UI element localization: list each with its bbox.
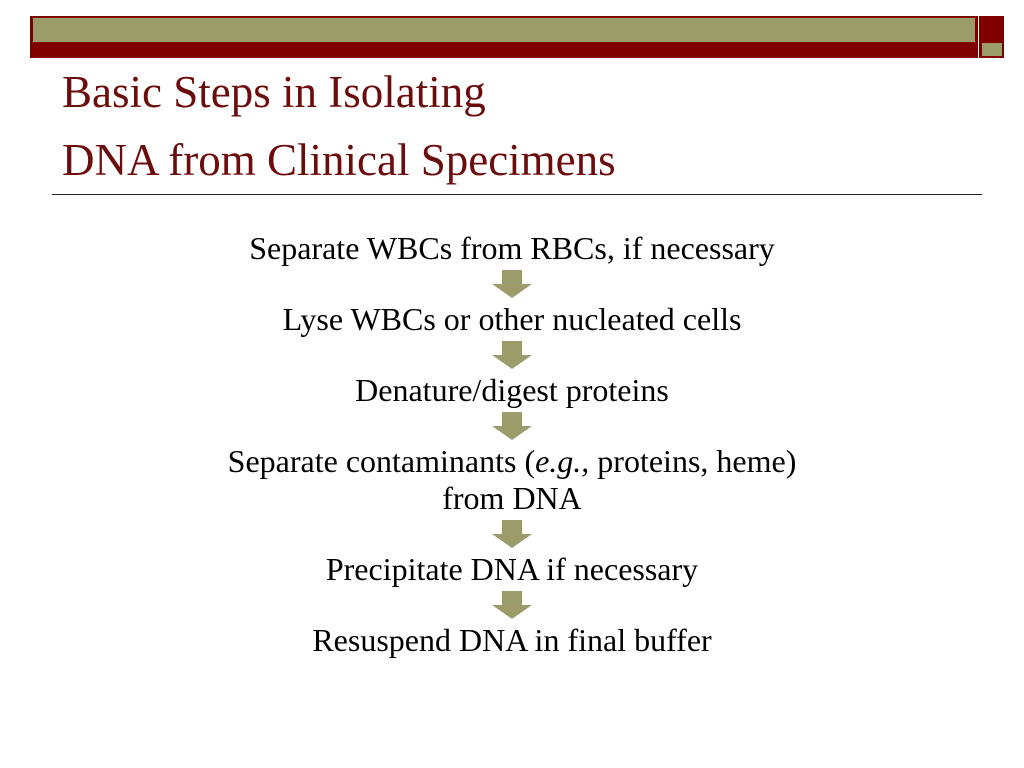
step-separate-contaminants-italic: e.g., [535,443,590,479]
down-arrow-icon [492,270,532,298]
header-band-highlight [33,18,975,42]
slide-title: Basic Steps in Isolating DNA from Clinic… [62,58,962,194]
step-separate-contaminants-part2: proteins, heme) [589,443,797,479]
step-resuspend-dna: Resuspend DNA in final buffer [312,622,712,658]
step-lyse-cells: Lyse WBCs or other nucleated cells [282,301,742,337]
down-arrow-icon [492,341,532,369]
flow-diagram: Separate WBCs from RBCs, if necessary Ly… [0,230,1024,659]
step-separate-wbcs: Separate WBCs from RBCs, if necessary [249,230,775,266]
corner-square-bottom-inner [982,43,1002,56]
slide-title-line2: DNA from Clinical Specimens [62,135,616,185]
step-denature-proteins: Denature/digest proteins [355,372,669,408]
down-arrow-icon [492,412,532,440]
step-separate-contaminants-part1: Separate contaminants ( [227,443,536,479]
down-arrow-icon [492,591,532,619]
step-precipitate-dna: Precipitate DNA if necessary [325,551,699,587]
down-arrow-icon [492,520,532,548]
corner-square-top [979,16,1004,41]
title-divider [52,194,982,195]
step-separate-contaminants-line2: from DNA [442,480,582,516]
slide-title-line1: Basic Steps in Isolating [62,67,486,117]
step-separate-contaminants: Separate contaminants (e.g., proteins, h… [0,443,1024,480]
